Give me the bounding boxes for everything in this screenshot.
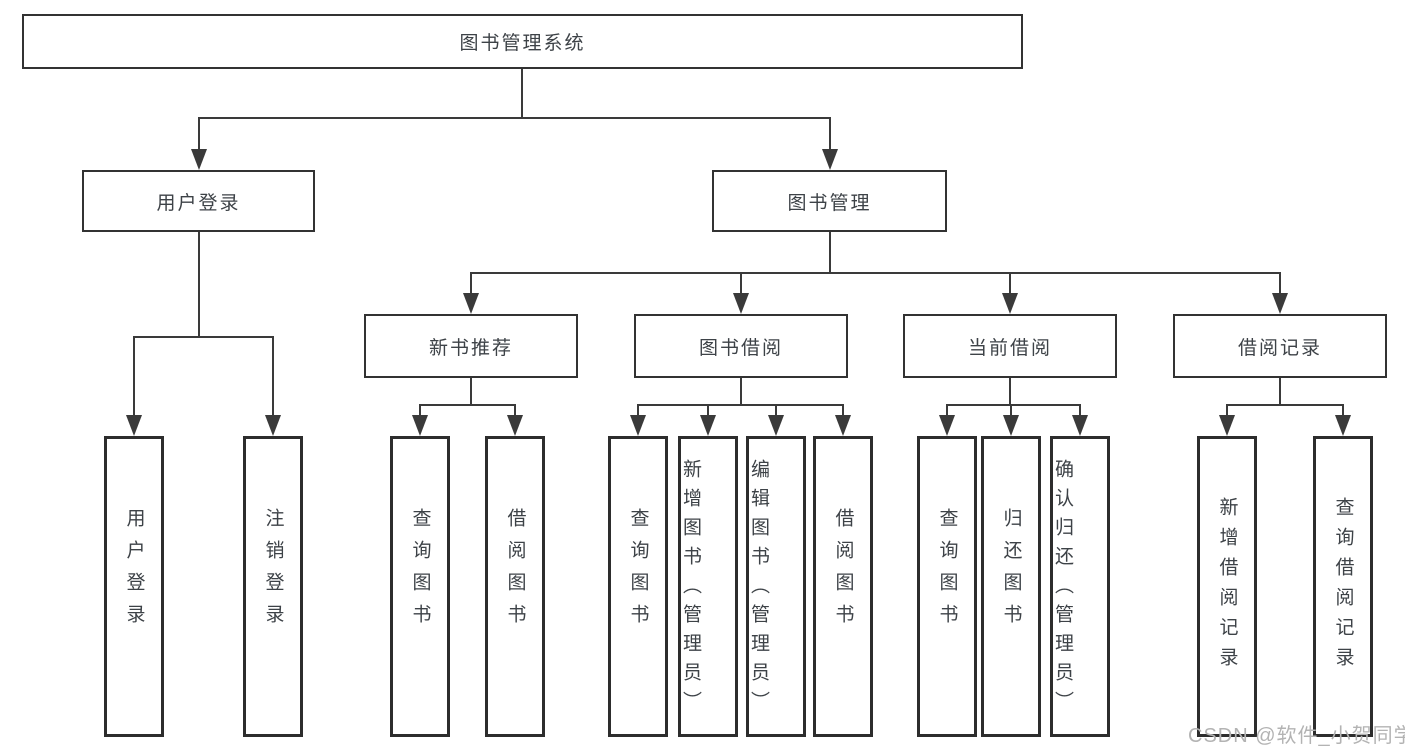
arrow-down-icon bbox=[939, 405, 955, 436]
connector-line bbox=[470, 272, 1281, 274]
leaf-label: 注销登录 bbox=[262, 507, 284, 636]
leaf-label: 查询图书 bbox=[936, 507, 958, 636]
node-label: 借阅记录 bbox=[1237, 337, 1322, 359]
arrow-down-icon bbox=[1072, 405, 1088, 436]
arrow-down-icon bbox=[412, 405, 428, 436]
connector-line bbox=[1009, 378, 1011, 405]
csdn-watermark: CSDN @软件_小贺同学 bbox=[1188, 725, 1405, 747]
leaf-bb-query-book: 查询图书 bbox=[608, 436, 668, 737]
connector-line bbox=[419, 404, 516, 406]
arrow-down-icon bbox=[265, 337, 281, 436]
arrow-down-icon bbox=[1003, 405, 1019, 436]
leaf-bb-borrow-book: 借阅图书 bbox=[813, 436, 873, 737]
leaf-cb-query-book: 查询图书 bbox=[917, 436, 977, 737]
node-current-borrowing: 当前借阅 bbox=[903, 314, 1117, 378]
node-new-book-recommendation: 新书推荐 bbox=[364, 314, 578, 378]
leaf-nbr-query-book: 查询图书 bbox=[390, 436, 450, 737]
arrow-down-icon bbox=[191, 118, 207, 170]
arrow-down-icon bbox=[768, 405, 784, 436]
leaf-bb-edit-book-admin: 编辑图书（管理员） bbox=[746, 436, 806, 737]
arrow-down-icon bbox=[822, 118, 838, 170]
connector-line bbox=[1226, 404, 1344, 406]
leaf-cb-return-book: 归还图书 bbox=[981, 436, 1041, 737]
node-label: 图书管理系统 bbox=[459, 33, 586, 54]
leaf-cb-confirm-return-admin: 确认归还（管理员） bbox=[1050, 436, 1110, 737]
connector-line bbox=[470, 378, 472, 405]
leaf-label: 借阅图书 bbox=[504, 507, 526, 636]
leaf-nbr-borrow-book: 借阅图书 bbox=[485, 436, 545, 737]
arrow-down-icon bbox=[835, 405, 851, 436]
connector-line bbox=[521, 69, 523, 118]
connector-line bbox=[1279, 378, 1281, 405]
node-book-borrowing: 图书借阅 bbox=[634, 314, 848, 378]
node-label: 新书推荐 bbox=[428, 337, 513, 359]
connector-line bbox=[133, 336, 274, 338]
leaf-br-query-record: 查询借阅记录 bbox=[1313, 436, 1373, 737]
arrow-down-icon bbox=[463, 273, 479, 314]
arrow-down-icon bbox=[126, 337, 142, 436]
node-library-management-system: 图书管理系统 bbox=[22, 14, 1023, 69]
connector-line bbox=[198, 117, 831, 119]
leaf-user-login: 用户登录 bbox=[104, 436, 164, 737]
arrow-down-icon bbox=[507, 405, 523, 436]
node-label: 当前借阅 bbox=[967, 337, 1052, 359]
connector-line bbox=[946, 404, 1081, 406]
arrow-down-icon bbox=[1219, 405, 1235, 436]
leaf-bb-add-book-admin: 新增图书（管理员） bbox=[678, 436, 738, 737]
arrow-down-icon bbox=[630, 405, 646, 436]
connector-line bbox=[637, 404, 844, 406]
connector-line bbox=[198, 232, 200, 337]
leaf-label: 新增图书（管理员） bbox=[680, 458, 701, 720]
arrow-down-icon bbox=[700, 405, 716, 436]
connector-line bbox=[740, 378, 742, 405]
node-book-management: 图书管理 bbox=[712, 170, 947, 232]
node-label: 用户登录 bbox=[156, 192, 241, 214]
arrow-down-icon bbox=[1002, 273, 1018, 314]
leaf-label: 用户登录 bbox=[123, 507, 145, 636]
leaf-label: 查询图书 bbox=[409, 507, 431, 636]
leaf-br-add-record: 新增借阅记录 bbox=[1197, 436, 1257, 737]
leaf-label: 借阅图书 bbox=[832, 507, 854, 636]
leaf-label: 查询图书 bbox=[627, 507, 649, 636]
node-label: 图书借阅 bbox=[698, 337, 783, 359]
leaf-label: 新增借阅记录 bbox=[1216, 496, 1238, 677]
leaf-label: 归还图书 bbox=[1000, 507, 1022, 636]
leaf-label: 编辑图书（管理员） bbox=[748, 458, 769, 720]
arrow-down-icon bbox=[1272, 273, 1288, 314]
leaf-label: 确认归还（管理员） bbox=[1052, 458, 1073, 720]
leaf-logout: 注销登录 bbox=[243, 436, 303, 737]
arrow-down-icon bbox=[733, 273, 749, 314]
node-borrowing-records: 借阅记录 bbox=[1173, 314, 1387, 378]
node-user-login: 用户登录 bbox=[82, 170, 315, 232]
connector-line bbox=[829, 232, 831, 273]
arrow-down-icon bbox=[1335, 405, 1351, 436]
leaf-label: 查询借阅记录 bbox=[1332, 496, 1354, 677]
node-label: 图书管理 bbox=[787, 192, 872, 214]
